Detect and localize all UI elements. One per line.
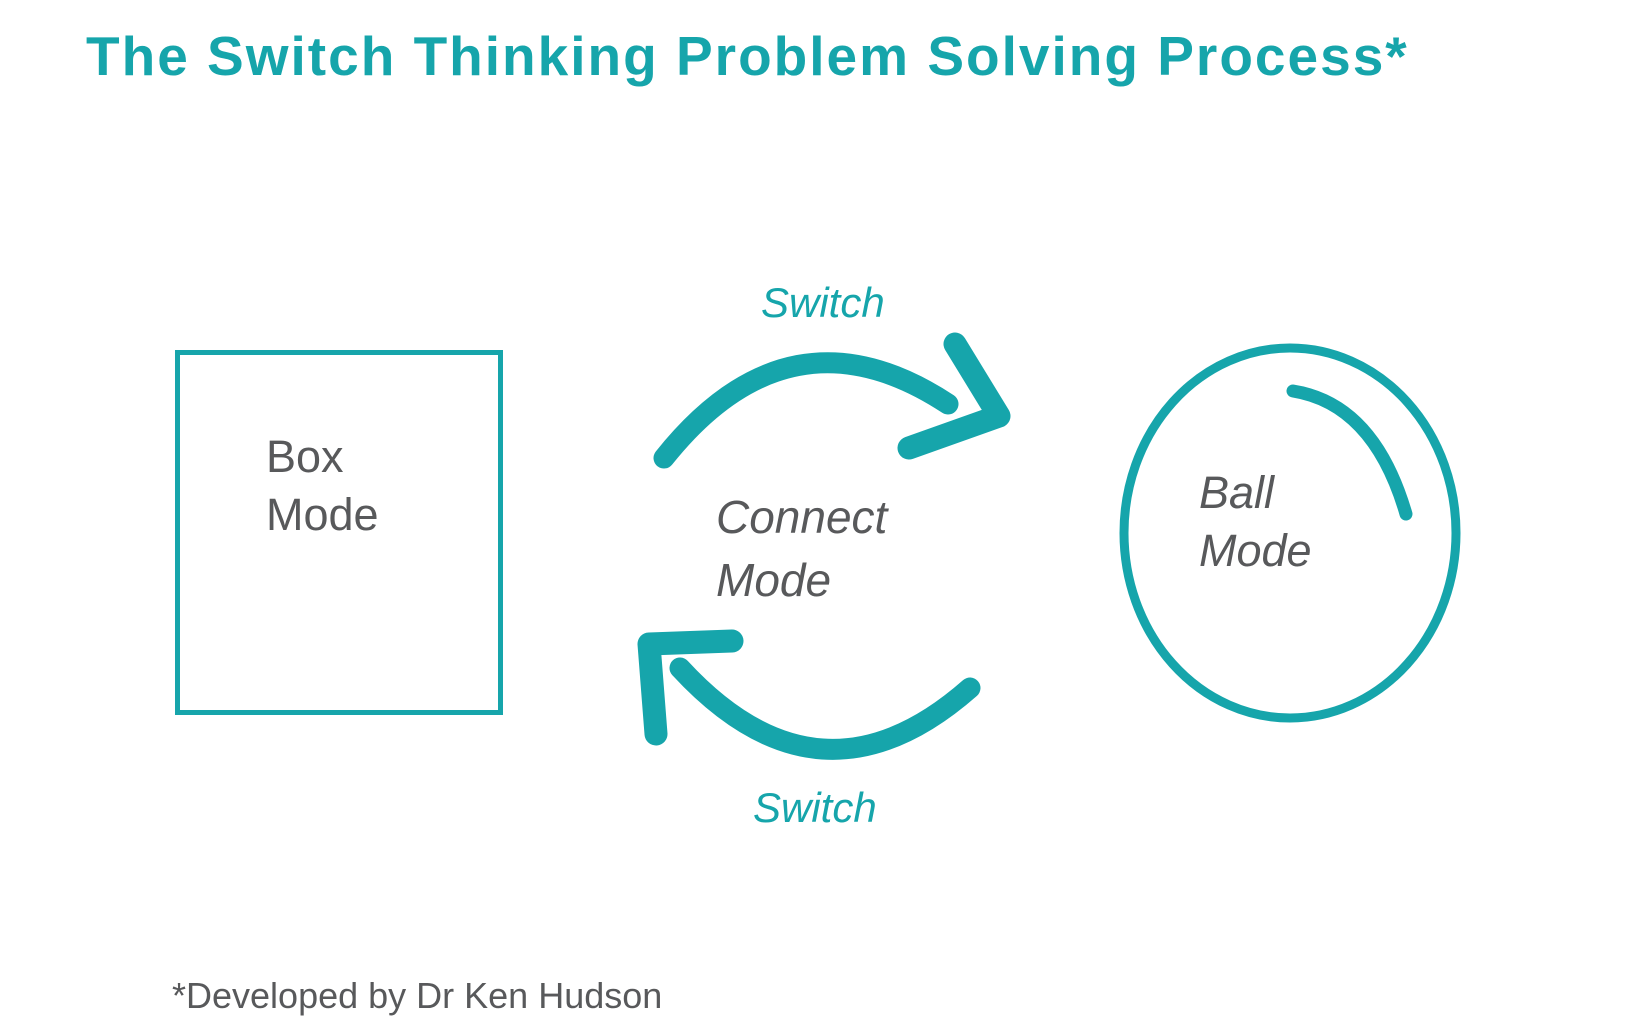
box-mode-label: Box Mode: [266, 431, 379, 540]
connect-mode-label: Connect Mode: [716, 491, 888, 606]
bottom-switch-arrow-curve: [669, 657, 981, 760]
top-switch-arrow-curve: [653, 352, 959, 469]
footnote: *Developed by Dr Ken Hudson: [172, 975, 663, 1016]
page-title: The Switch Thinking Problem Solving Proc…: [86, 25, 1409, 87]
ball-shine-arc: [1286, 384, 1413, 521]
ball-mode-label: Ball Mode: [1199, 467, 1312, 576]
ball-mode-shape: [1119, 343, 1461, 723]
bottom-switch-arrowhead-icon: [637, 629, 744, 746]
top-switch-label: Switch: [761, 279, 885, 326]
top-switch-arrowhead-icon: [897, 332, 1011, 460]
box-mode-shape: [175, 350, 503, 715]
bottom-switch-label: Switch: [753, 784, 877, 831]
